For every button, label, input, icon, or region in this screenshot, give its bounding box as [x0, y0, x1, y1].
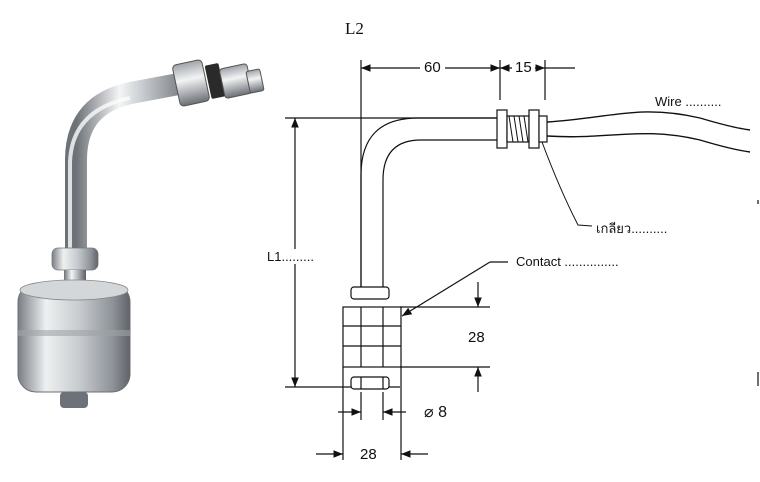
dim-stem-diameter: ⌀ 8 [424, 404, 447, 421]
product-photo [17, 59, 265, 408]
wire-upper [546, 111, 751, 131]
float-body [17, 279, 131, 393]
wire-lower [546, 132, 751, 153]
tube-outer [360, 117, 500, 290]
label-wire: Wire .......... [655, 94, 722, 109]
dim-horizontal-arm: 60 [420, 59, 445, 76]
dim-float-diameter: 28 [360, 446, 377, 463]
float-outline [342, 306, 402, 368]
diagram-title: L2 [345, 19, 364, 38]
label-contact: Contact ............... [516, 254, 619, 269]
hex-nut [172, 59, 265, 107]
tube-inner [382, 139, 500, 290]
label-thread: เกลียว.......... [596, 221, 668, 236]
dim-float-height: 28 [468, 329, 485, 346]
fitting-nut [496, 109, 508, 149]
dim-thread-length: 15 [512, 59, 535, 76]
stop-ring-top [350, 286, 390, 300]
label-length-l1: L1......... [267, 249, 314, 264]
